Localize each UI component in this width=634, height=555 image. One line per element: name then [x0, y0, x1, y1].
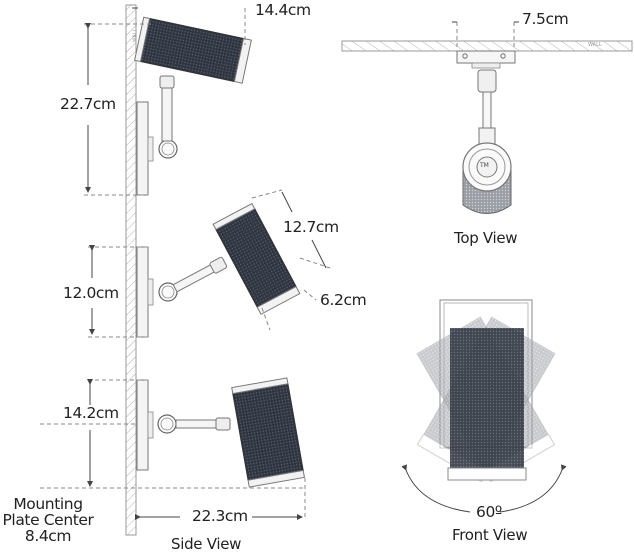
side-fixture-bottom	[136, 377, 306, 488]
dim-plate-height: 12.0cm	[63, 284, 119, 302]
dim-plate-width: 7.5cm	[522, 10, 569, 28]
dim-top-height: 22.7cm	[60, 95, 116, 113]
top-view-dimension	[452, 21, 519, 50]
dim-top-projection: 14.4cm	[255, 1, 311, 19]
side-dimension-lines	[40, 7, 331, 520]
front-view-title: Front View	[452, 526, 528, 544]
wall-label-side: WALL	[132, 28, 139, 43]
front-view-drawing	[401, 299, 567, 513]
mounting-note-line2: Plate Center	[2, 511, 94, 529]
top-view-title: Top View	[454, 229, 518, 247]
side-fixture-top	[134, 16, 252, 196]
mounting-note: Mounting Plate Center 8.4cm	[0, 496, 96, 544]
side-view-title: Side View	[171, 535, 242, 553]
rotation-angle: 60º	[476, 503, 502, 521]
top-view-drawing	[341, 40, 633, 214]
side-wall	[125, 4, 137, 536]
mounting-note-line3: 8.4cm	[24, 527, 72, 545]
dim-bottom-height: 14.2cm	[63, 404, 119, 422]
wall-label-top: WALL	[588, 42, 602, 48]
dim-shade-diameter: 6.2cm	[320, 291, 367, 309]
dim-depth: 22.3cm	[192, 507, 248, 525]
mounting-note-line1: Mounting	[13, 495, 83, 513]
dim-shade-length: 12.7cm	[283, 218, 339, 236]
side-fixture-middle	[136, 202, 301, 338]
logo-mark: TM	[480, 162, 489, 169]
